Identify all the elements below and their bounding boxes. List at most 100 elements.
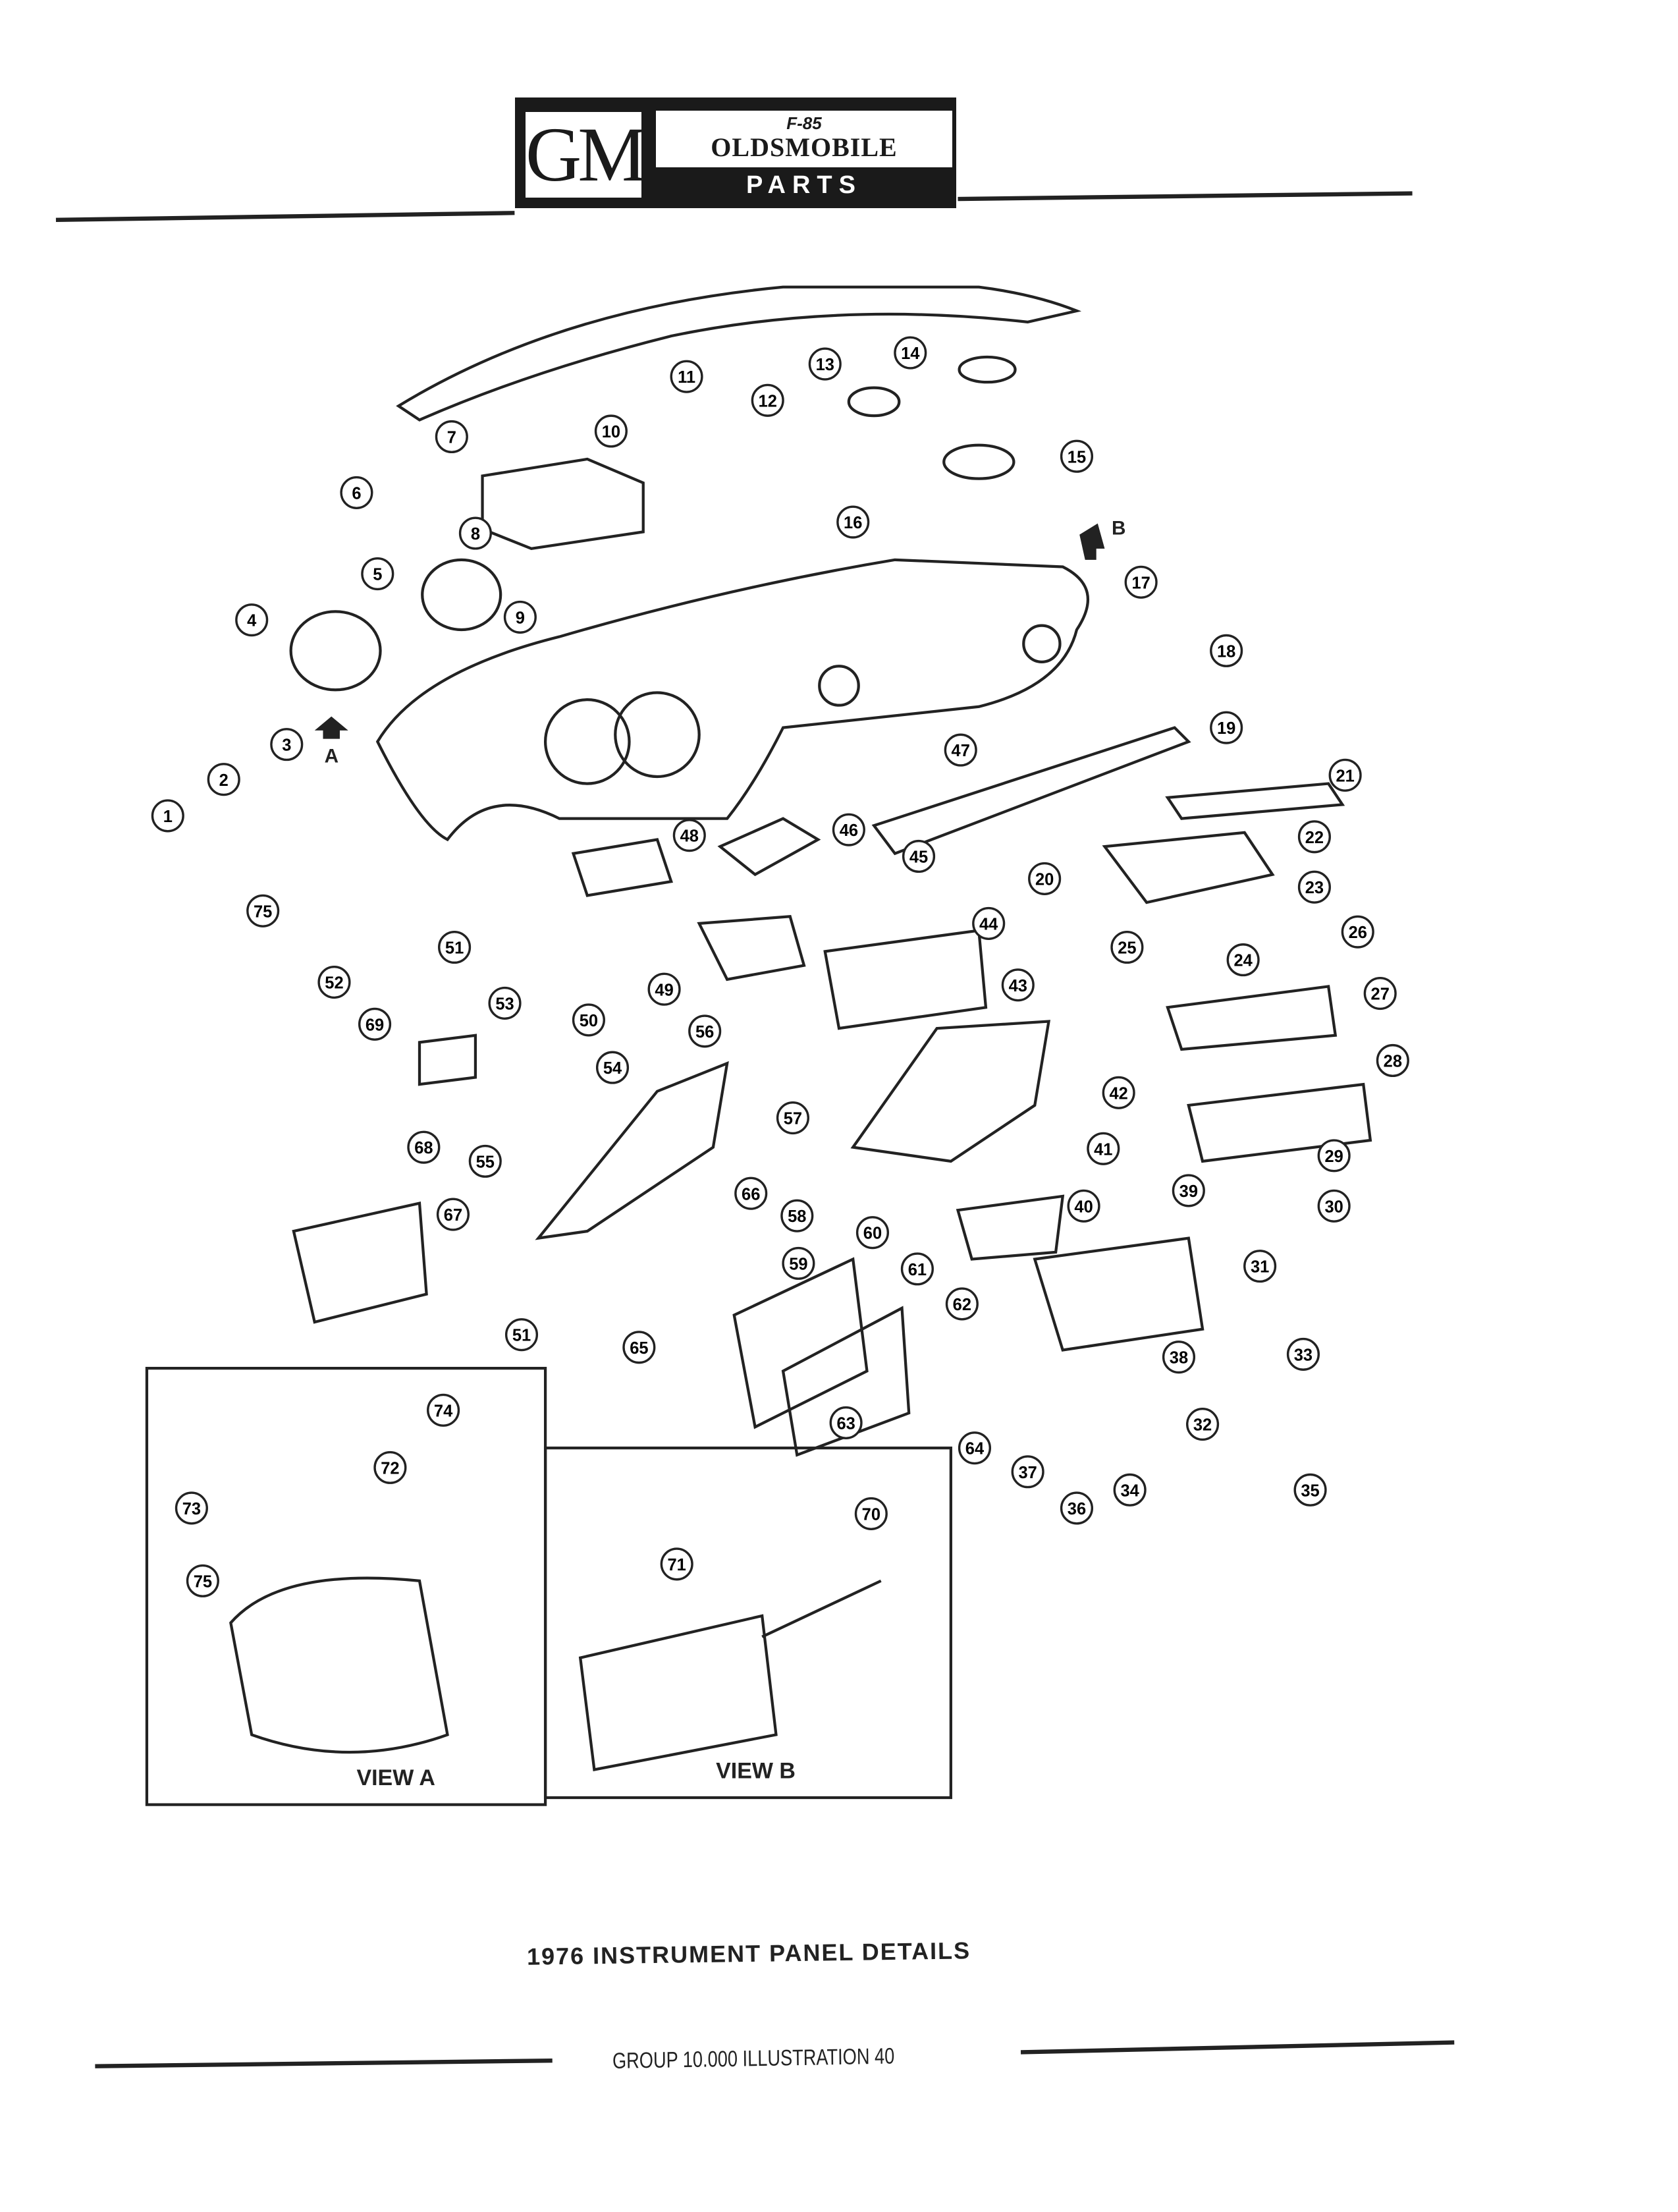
callout-11: 11 — [670, 360, 703, 393]
callout-number: 2 — [219, 771, 229, 790]
catalogue-subtitle: PARTS CATALOGUE — [697, 171, 911, 232]
callout-circle — [1286, 1337, 1320, 1371]
console-side-56 — [535, 1061, 729, 1240]
callout-circle — [407, 1130, 441, 1164]
callout-8: 8 — [458, 516, 492, 550]
callout-circle — [660, 1547, 693, 1581]
callout-18: 18 — [1210, 634, 1243, 667]
callout-circle — [944, 733, 977, 767]
callout-circle — [1011, 1455, 1044, 1489]
callout-circle — [1341, 915, 1374, 949]
callout-circle — [361, 557, 394, 591]
callout-circle — [246, 894, 280, 927]
callout-number: 20 — [1035, 871, 1054, 889]
callout-circle — [1060, 439, 1094, 473]
console-plate-39 — [1033, 1236, 1204, 1352]
callout-12: 12 — [751, 383, 784, 417]
callout-46: 46 — [832, 813, 865, 846]
callout-62: 62 — [945, 1287, 979, 1321]
callout-6: 6 — [340, 476, 373, 509]
callout-number: 47 — [952, 742, 970, 760]
callout-43: 43 — [1001, 968, 1035, 1002]
callout-circle — [1243, 1250, 1277, 1283]
callout-number: 73 — [182, 1500, 201, 1518]
callout-26: 26 — [1341, 915, 1374, 949]
callout-13: 13 — [808, 347, 842, 381]
callout-circle — [1297, 870, 1331, 904]
callout-21: 21 — [1328, 758, 1362, 792]
callout-number: 27 — [1371, 985, 1390, 1004]
callout-number: 39 — [1179, 1182, 1198, 1201]
callout-circle — [1102, 1076, 1135, 1109]
callout-number: 53 — [495, 995, 514, 1013]
callout-circle — [1317, 1139, 1351, 1173]
callout-number: 42 — [1109, 1084, 1127, 1103]
callout-number: 21 — [1336, 767, 1354, 785]
callout-number: 13 — [816, 356, 834, 374]
callout-circle — [503, 600, 537, 634]
callout-number: 6 — [352, 484, 361, 503]
part-48 — [571, 838, 674, 897]
callout-40: 40 — [1067, 1189, 1100, 1223]
gauge-5 — [421, 558, 502, 632]
callout-circle — [1001, 968, 1035, 1002]
callout-50: 50 — [572, 1003, 605, 1037]
callout-circle — [945, 1287, 979, 1321]
callout-31: 31 — [1243, 1250, 1277, 1283]
callout-number: 54 — [603, 1059, 622, 1078]
callout-circle — [900, 1252, 934, 1286]
callout-52: 52 — [317, 966, 351, 999]
radio — [481, 457, 645, 551]
header-rule-right — [958, 191, 1413, 202]
callout-45: 45 — [902, 839, 936, 873]
callout-number: 15 — [1068, 448, 1086, 466]
callout-number: 48 — [680, 827, 699, 846]
callout-number: 58 — [788, 1207, 806, 1226]
callout-44: 44 — [972, 906, 1006, 940]
callout-number: 31 — [1251, 1258, 1269, 1277]
callout-circle — [672, 819, 706, 852]
callout-number: 44 — [979, 915, 998, 933]
callout-circle — [622, 1331, 656, 1364]
callout-circle — [894, 336, 927, 370]
callout-number: 71 — [668, 1556, 686, 1574]
callout-58: 58 — [780, 1199, 814, 1232]
callout-circle — [1328, 758, 1362, 792]
callout-number: 56 — [695, 1023, 714, 1041]
callout-number: 43 — [1009, 977, 1027, 995]
trim-plate-19 — [871, 726, 1191, 856]
view-marker-b: B — [1112, 518, 1125, 539]
illustration-reference: GROUP 10.000 ILLUSTRATION 40 — [612, 2043, 895, 2074]
callout-number: 70 — [862, 1506, 880, 1524]
callout-circle — [1162, 1341, 1196, 1374]
callout-number: 74 — [434, 1402, 453, 1420]
callout-63: 63 — [829, 1406, 863, 1439]
heater-control-43 — [823, 929, 988, 1030]
callout-17: 17 — [1124, 565, 1158, 599]
callout-number: 51 — [445, 939, 464, 958]
callout-circle — [832, 813, 865, 846]
callout-22: 22 — [1297, 820, 1331, 854]
brand-name: OLDSMOBILE — [711, 132, 898, 162]
callout-59: 59 — [782, 1246, 815, 1280]
callout-33: 33 — [1286, 1337, 1320, 1371]
callout-61: 61 — [900, 1252, 934, 1286]
callout-circle — [594, 414, 628, 448]
callout-number: 65 — [630, 1339, 648, 1358]
bracket-49 — [697, 915, 806, 982]
callout-23: 23 — [1297, 870, 1331, 904]
callout-number: 36 — [1068, 1500, 1086, 1518]
callout-number: 32 — [1193, 1416, 1212, 1435]
callout-circle — [458, 516, 492, 550]
callout-number: 46 — [840, 821, 858, 840]
callout-number: 57 — [784, 1110, 802, 1128]
callout-circle — [780, 1199, 814, 1232]
callout-number: 29 — [1324, 1147, 1343, 1166]
callout-circle — [595, 1051, 630, 1084]
callout-69: 69 — [358, 1007, 392, 1041]
console-42 — [850, 1020, 1051, 1163]
callout-48: 48 — [672, 819, 706, 852]
callout-38: 38 — [1162, 1341, 1196, 1374]
gm-logo: GM — [526, 111, 647, 198]
